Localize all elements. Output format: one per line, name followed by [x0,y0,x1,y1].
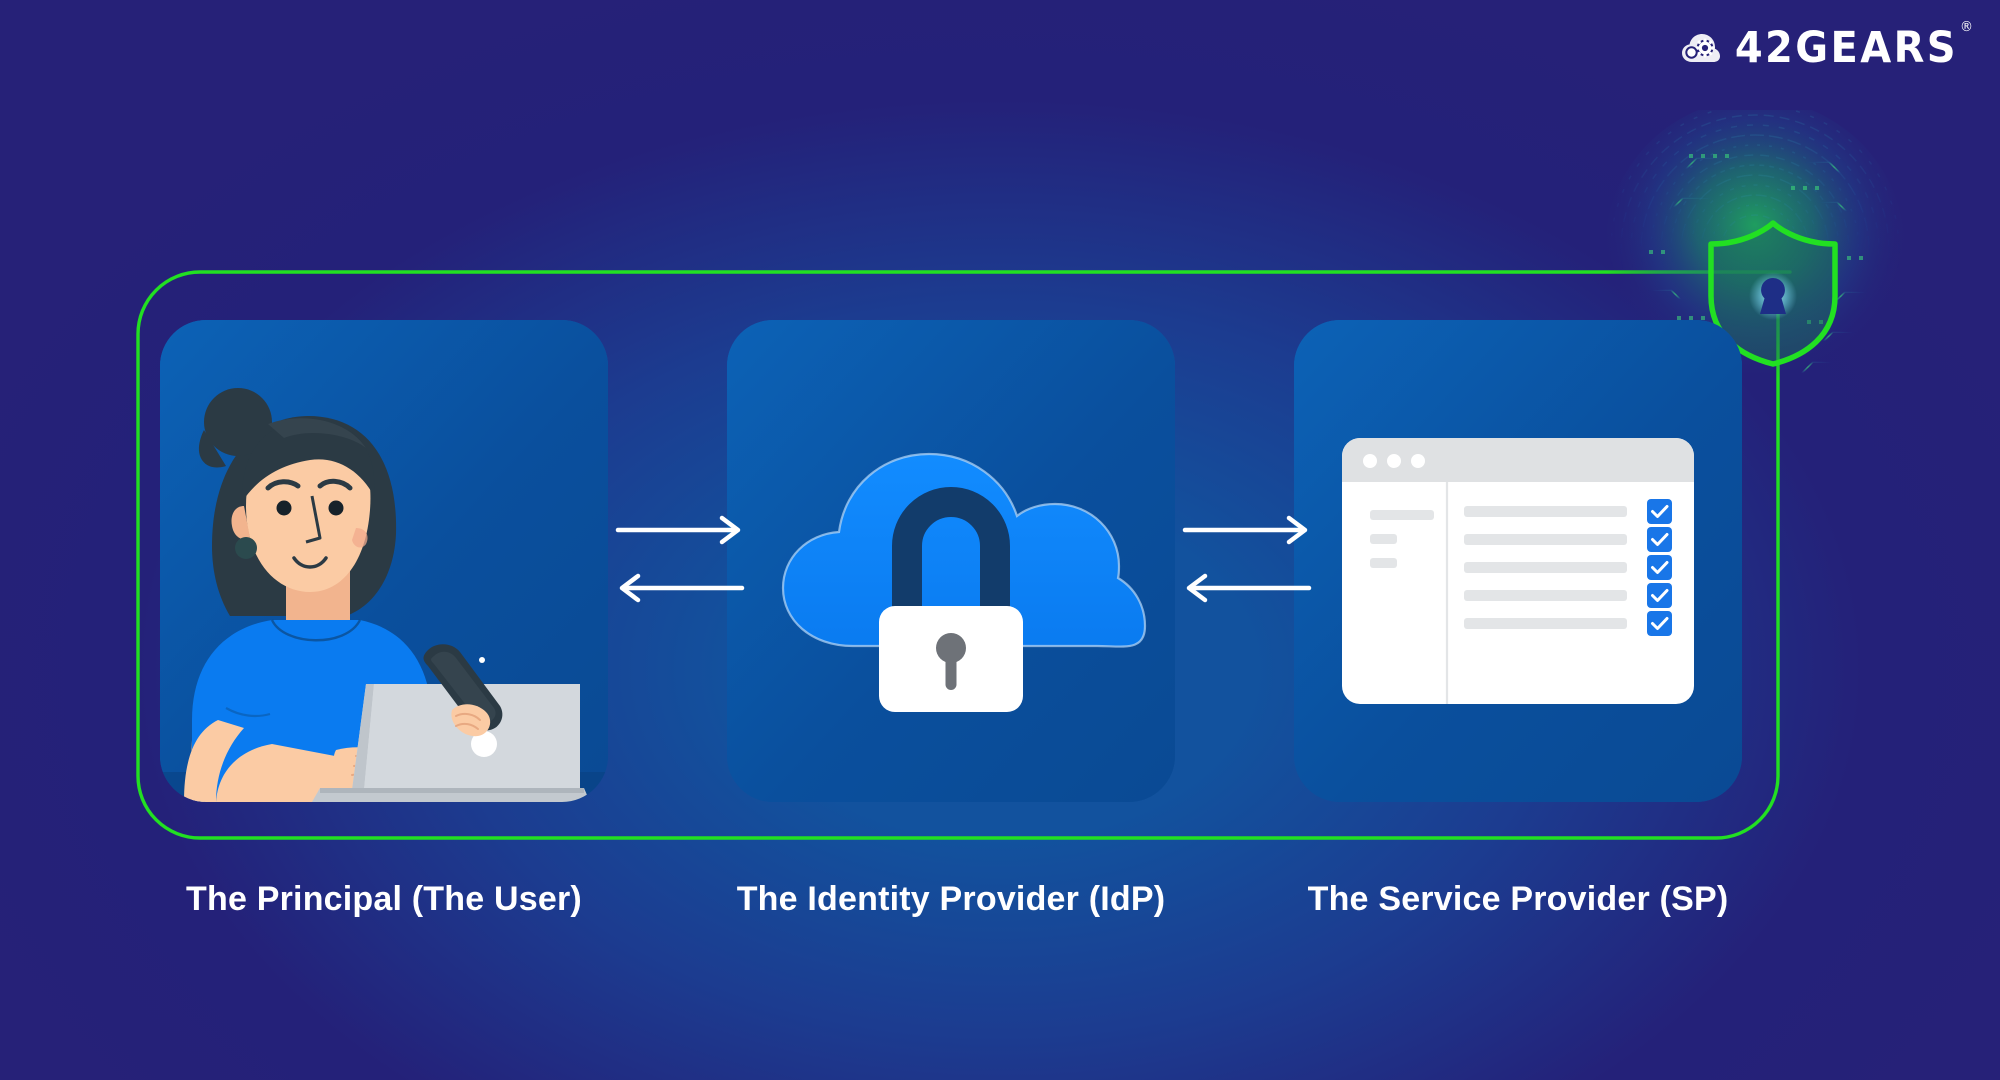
arrow-right-icon [1182,515,1308,545]
panel-principal[interactable] [160,320,608,802]
registered-mark: ® [1960,19,1973,36]
shield-keyhole-icon [1708,220,1838,367]
person-with-laptop-and-phone-illustration [160,320,608,802]
arrow-left-icon [1186,573,1312,603]
brand-logo[interactable]: 42GEARS® [1680,20,1973,69]
cloud-with-padlock-icon [727,320,1175,802]
arrow-right-icon [615,515,741,545]
brand-wordmark-text: 42GEARS [1734,23,1958,73]
arrow-left-icon [619,573,745,603]
window-dots [1363,454,1425,468]
caption-principal: The Principal (The User) [186,880,582,918]
caption-service-provider: The Service Provider (SP) [1307,880,1729,918]
browser-window-checklist-mockup [1294,320,1742,802]
caption-identity-provider: The Identity Provider (IdP) [736,880,1166,918]
cloud-gear-icon [1681,34,1720,62]
brand-wordmark: 42GEARS® [1735,20,1973,69]
connector-idp-to-sp [1181,512,1313,612]
connector-principal-to-idp [614,512,746,612]
panel-service-provider[interactable] [1294,320,1742,802]
panel-identity-provider[interactable] [727,320,1175,802]
